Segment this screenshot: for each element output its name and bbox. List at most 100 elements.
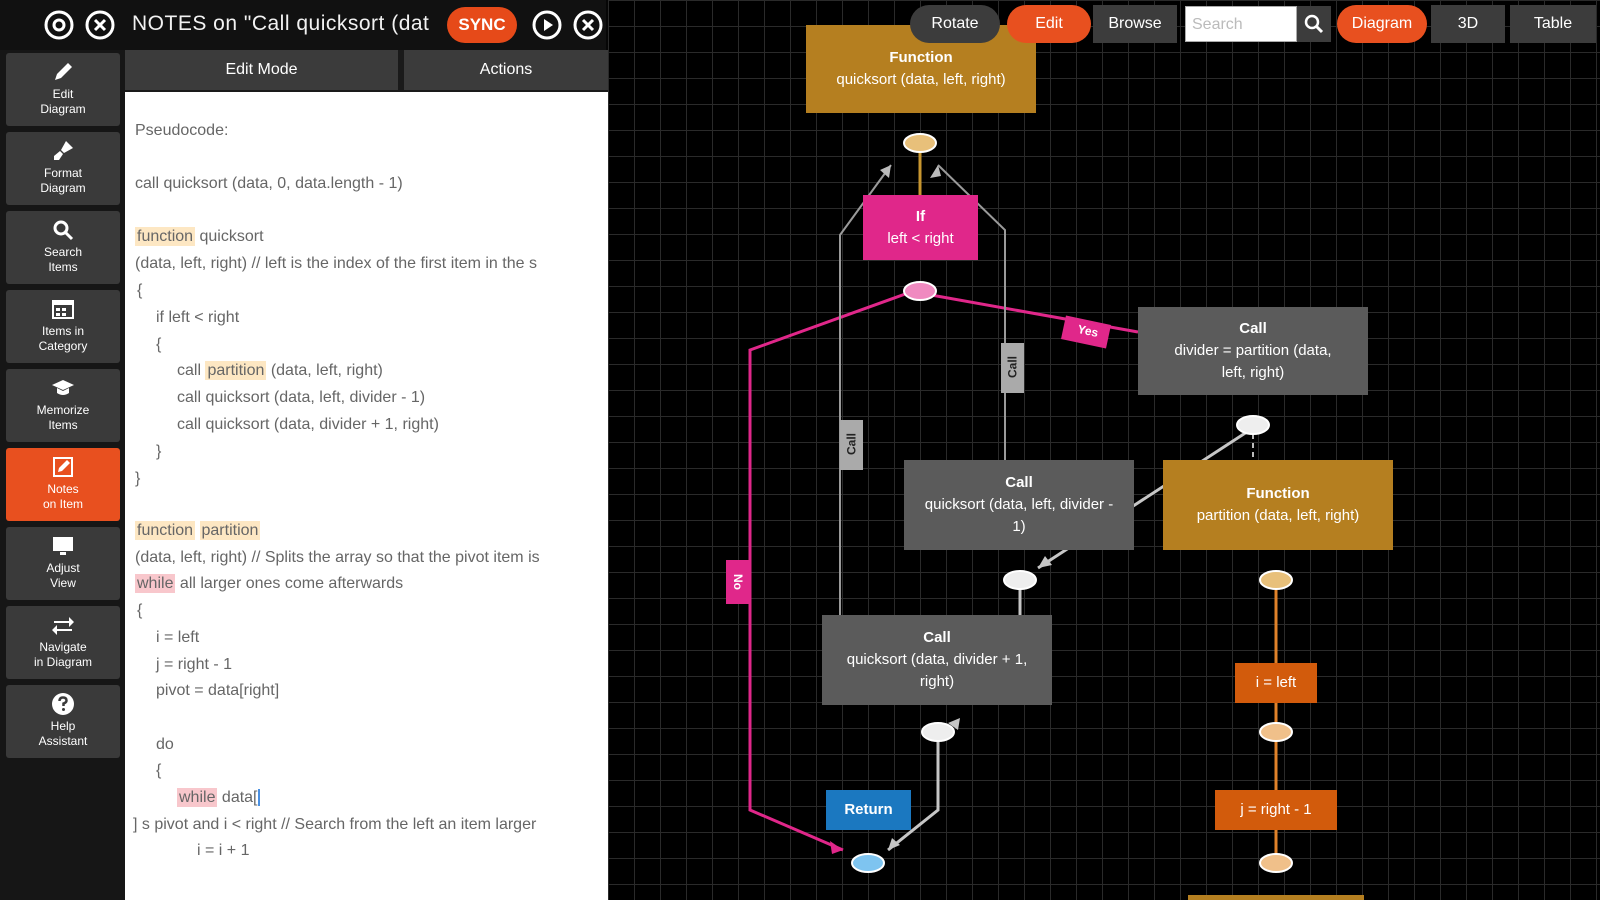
diagram-edges: [726, 133, 1293, 873]
tab-actions[interactable]: Actions: [404, 50, 608, 90]
notes-line: }: [135, 470, 141, 487]
brush-icon: [54, 141, 73, 160]
notes-line: while all larger ones come afterwards: [135, 574, 403, 593]
notes-line-pre: call: [177, 362, 206, 379]
3d-view-button[interactable]: 3D: [1431, 5, 1505, 43]
connector[interactable]: [1259, 722, 1293, 742]
connector[interactable]: [851, 853, 885, 873]
rotate-button[interactable]: Rotate: [910, 5, 1000, 43]
edge: [887, 735, 940, 852]
search-button[interactable]: [1297, 6, 1331, 42]
sidebar-item-help-assistant[interactable]: Help Assistant: [6, 685, 120, 758]
monitor-icon: [53, 537, 73, 555]
sidebar-item-search-items[interactable]: Search Items: [6, 211, 120, 284]
notes-line: i = i + 1: [197, 842, 250, 859]
node-body: quicksort (data, left, divider - 1): [924, 496, 1114, 535]
target-icon[interactable]: [43, 9, 75, 41]
node-if[interactable]: If left < right: [863, 195, 978, 260]
edge-label-box: [840, 420, 863, 470]
notes-line: {: [156, 336, 162, 353]
sidebar-item-items-in-category[interactable]: Items in Category: [6, 290, 120, 363]
notes-line: do: [156, 736, 174, 753]
sidebar-item-adjust-view[interactable]: Adjust View: [6, 527, 120, 600]
notes-header: NOTES on "Call quicksort (dat SYNC: [0, 0, 606, 50]
table-view-button[interactable]: Table: [1510, 5, 1596, 43]
node-function-partition[interactable]: Function partition (data, left, right): [1163, 460, 1393, 550]
tab-edit-mode[interactable]: Edit Mode: [125, 50, 398, 90]
connector[interactable]: [1259, 853, 1293, 873]
sidebar-item-notes-on-item[interactable]: Notes on Item: [6, 448, 120, 521]
node-body: quicksort (data, left, right): [836, 71, 1006, 88]
notes-title: NOTES on "Call quicksort (dat: [132, 12, 430, 35]
node-title: If: [915, 207, 926, 225]
search-icon: [53, 220, 74, 241]
sidebar-item-label: Navigate in Diagram: [33, 640, 93, 669]
node-statement-i[interactable]: i = left: [1235, 663, 1317, 703]
sync-button[interactable]: SYNC: [447, 7, 517, 43]
notes-line: (data, left, right) // left is the index…: [135, 255, 537, 272]
connector[interactable]: [1259, 570, 1293, 590]
arrows-swap-icon: [52, 617, 74, 635]
node-body: quicksort (data, divider + 1, right): [846, 651, 1028, 690]
node-statement-j[interactable]: j = right - 1: [1215, 790, 1337, 830]
connector[interactable]: [903, 133, 937, 153]
diagram-view-button[interactable]: Diagram: [1337, 5, 1427, 43]
notes-icon: [53, 457, 73, 477]
node-body: divider = partition (data, left, right): [1174, 342, 1332, 381]
text-cursor: [257, 789, 260, 807]
connector[interactable]: [1003, 570, 1037, 590]
sidebar-item-label: Notes on Item: [42, 482, 84, 511]
sidebar-item-memorize-items[interactable]: Memorize Items: [6, 369, 120, 442]
sidebar-item-edit-diagram[interactable]: Edit Diagram: [6, 53, 120, 126]
notes-line: {: [156, 762, 162, 779]
search-icon: [1304, 14, 1324, 34]
close-notes-icon[interactable]: [572, 9, 604, 41]
edge-label-box: [726, 560, 750, 604]
node-title: Function: [1246, 485, 1310, 502]
node-body: i = left: [1255, 674, 1297, 691]
connector[interactable]: [1236, 415, 1270, 435]
notes-tabs: Edit Mode Actions: [125, 50, 608, 92]
arrowhead: [1038, 556, 1052, 568]
node-call-quicksort-right[interactable]: Call quicksort (data, divider + 1, right…: [822, 615, 1052, 705]
notes-line: i = left: [156, 629, 200, 646]
notes-line: call quicksort (data, left, divider - 1): [177, 389, 426, 406]
search-input[interactable]: Search: [1185, 6, 1297, 42]
notes-line-rest: (data, left, right): [266, 362, 383, 379]
notes-line: call partition (data, left, right): [177, 361, 383, 380]
diagram-canvas[interactable]: Yes Call Call No Function quicksort (dat…: [608, 0, 1600, 900]
keyword-highlight: function: [135, 227, 196, 246]
sidebar-item-label: Items in Category: [38, 324, 88, 353]
sidebar-item-navigate-in-diagram[interactable]: Navigate in Diagram: [6, 606, 120, 679]
node-title: Return: [844, 801, 893, 818]
notes-line: {: [137, 282, 143, 299]
node-body: j = right - 1: [1240, 801, 1312, 818]
notes-line-mid: [195, 522, 199, 539]
arrowhead: [888, 838, 900, 850]
node-call-partition[interactable]: Call divider = partition (data, left, ri…: [1138, 307, 1368, 395]
notes-editor[interactable]: Pseudocode: call quicksort (data, 0, dat…: [125, 92, 608, 900]
node-body: left < right: [887, 229, 954, 247]
sidebar-item-format-diagram[interactable]: Format Diagram: [6, 132, 120, 205]
sidebar-item-label: Adjust View: [46, 561, 80, 590]
connector[interactable]: [903, 281, 937, 301]
category-icon: [52, 300, 74, 319]
node-return[interactable]: Return: [826, 790, 911, 830]
edge-no: [748, 291, 909, 852]
edit-button[interactable]: Edit: [1007, 5, 1091, 43]
node-call-quicksort-left[interactable]: Call quicksort (data, left, divider - 1): [904, 460, 1134, 550]
notes-line: function partition: [135, 521, 261, 540]
close-circle-icon[interactable]: [84, 9, 116, 41]
arrowhead: [830, 841, 843, 854]
edge-label-box: [1061, 315, 1111, 349]
notes-line: call quicksort (data, 0, data.length - 1…: [135, 175, 403, 192]
connector[interactable]: [921, 722, 955, 742]
node-next[interactable]: [1188, 895, 1364, 900]
keyword-highlight: while: [135, 574, 176, 593]
arrowhead: [880, 165, 891, 178]
node-body: partition (data, left, right): [1196, 507, 1360, 524]
notes-line: while data[: [177, 788, 260, 807]
browse-button[interactable]: Browse: [1093, 5, 1177, 43]
play-icon[interactable]: [531, 9, 563, 41]
notes-line: pivot = data[right]: [156, 682, 280, 699]
